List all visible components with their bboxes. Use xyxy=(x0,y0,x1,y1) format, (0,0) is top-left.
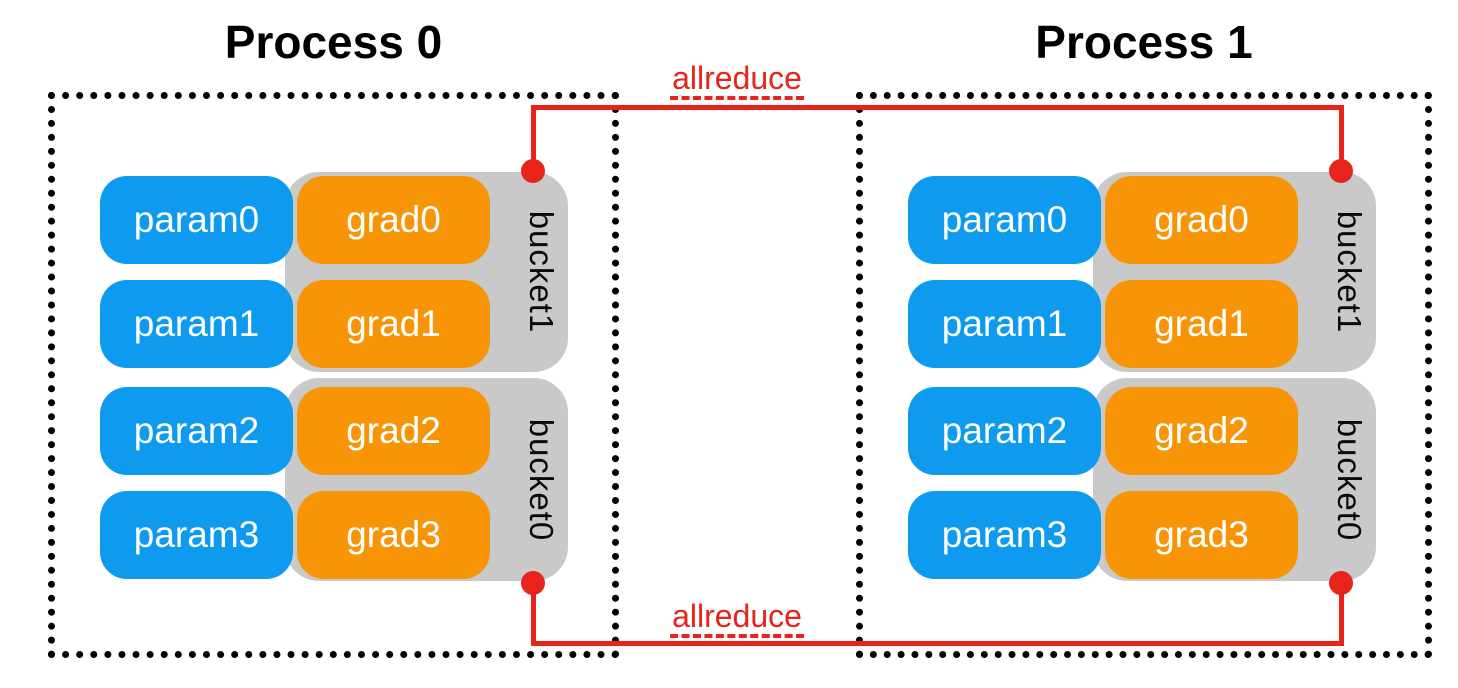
grad-block: grad1 xyxy=(1105,280,1298,368)
allreduce-top-line-horizontal xyxy=(531,105,1344,110)
param-block: param3 xyxy=(908,491,1101,579)
param-block: param0 xyxy=(908,176,1101,264)
allreduce-bottom-line-horizontal xyxy=(531,641,1344,646)
connector-dot xyxy=(521,571,545,595)
param-block: param2 xyxy=(908,387,1101,475)
grad-block: grad2 xyxy=(297,387,490,475)
grad-block: grad3 xyxy=(1105,491,1298,579)
process-1-bucket0-label: bucket0 xyxy=(1331,418,1368,541)
param-block: param1 xyxy=(908,280,1101,368)
allreduce-top-line-right-vertical xyxy=(1339,105,1344,171)
process-1-bucket1-label: bucket1 xyxy=(1331,210,1368,334)
process-0-box: bucket1 bucket0 param0 param1 param2 par… xyxy=(48,92,619,658)
grad-block: grad3 xyxy=(297,491,490,579)
process-0-bucket0-label: bucket0 xyxy=(523,418,560,541)
param-block: param0 xyxy=(100,176,293,264)
grad-block: grad0 xyxy=(297,176,490,264)
grad-block: grad0 xyxy=(1105,176,1298,264)
grad-block: grad1 xyxy=(297,280,490,368)
param-block: param1 xyxy=(100,280,293,368)
connector-dot xyxy=(521,159,545,183)
param-block: param3 xyxy=(100,491,293,579)
param-block: param2 xyxy=(100,387,293,475)
allreduce-label-bottom: allreduce xyxy=(670,599,804,638)
process-0-bucket1-label: bucket1 xyxy=(523,210,560,334)
allreduce-bottom-line-right-vertical xyxy=(1339,583,1344,646)
process-1-box: bucket1 bucket0 param0 param1 param2 par… xyxy=(856,92,1432,658)
allreduce-label-top: allreduce xyxy=(670,61,804,100)
connector-dot xyxy=(1329,159,1353,183)
grad-block: grad2 xyxy=(1105,387,1298,475)
connector-dot xyxy=(1329,571,1353,595)
allreduce-top-line-left-vertical xyxy=(531,105,536,171)
allreduce-bottom-line-left-vertical xyxy=(531,583,536,646)
process-1-title: Process 1 xyxy=(1035,16,1253,68)
process-0-title: Process 0 xyxy=(224,16,443,68)
